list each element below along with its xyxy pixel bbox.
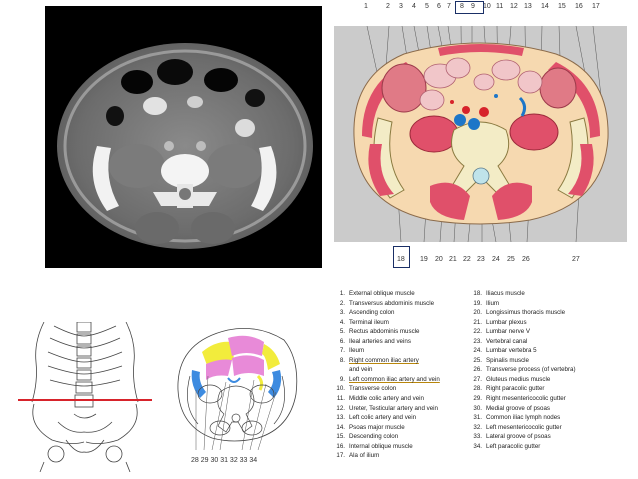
legend-item: 5.Rectus abdominis muscle	[339, 328, 420, 336]
label-27: 27	[572, 256, 580, 263]
legend-item: 2.Transversus abdominis muscle	[339, 299, 435, 307]
label-7: 7	[447, 3, 451, 10]
label-2: 2	[386, 3, 390, 10]
label-24: 24	[492, 256, 500, 263]
label-26: 26	[522, 256, 530, 263]
highlight-box-bottom	[393, 246, 410, 268]
legend-right-column: 18.Iliacus muscle 19.Ilium 20.Longissimu…	[470, 289, 576, 451]
legend-item: 28.Right paracolic gutter	[473, 385, 545, 393]
label-11: 11	[496, 3, 504, 10]
label-5: 5	[425, 3, 429, 10]
legend-item: 11.Middle colic artery and vein	[336, 395, 424, 403]
label-8: 8	[460, 3, 464, 10]
legend-item: 6.Ileal arteries and veins	[339, 337, 411, 345]
anatomy-diagram	[334, 25, 627, 243]
label-23: 23	[477, 256, 485, 263]
label-21: 21	[449, 256, 457, 263]
legend-item: 16.Internal oblique muscle	[336, 442, 413, 450]
label-1: 1	[364, 3, 368, 10]
legend-item: 12.Ureter, Testicular artery and vein	[336, 404, 438, 412]
legend-item: 23.Vertebral canal	[473, 337, 528, 345]
legend-item: 9.Left common iliac artery and vein	[339, 375, 440, 383]
legend-item: 18.Iliacus muscle	[473, 290, 525, 297]
label-13: 13	[524, 3, 532, 10]
legend-left-column: 1.External oblique muscle 2.Transversus …	[333, 289, 440, 461]
legend-item: 29.Right mesentericocolic gutter	[473, 395, 566, 403]
legend-item: 4.Terminal ileum	[339, 318, 389, 326]
label-14: 14	[541, 3, 549, 10]
label-19: 19	[420, 256, 428, 263]
legend-item: 34.Left paracolic gutter	[473, 442, 541, 450]
legend-item: 14.Psoas major muscle	[336, 423, 405, 431]
legend-item: 22.Lumbar nerve V	[473, 328, 531, 336]
label-15: 15	[558, 3, 566, 10]
label-9: 9	[471, 3, 475, 10]
legend-item: 10.Transverse colon	[336, 385, 397, 393]
highlight-box-top	[455, 1, 484, 14]
legend-item: 7.Ileum	[339, 347, 365, 355]
label-3: 3	[399, 3, 403, 10]
label-6: 6	[437, 3, 441, 10]
label-25: 25	[507, 256, 515, 263]
legend-item: 32.Left mesentericocolic gutter	[473, 423, 562, 431]
label-16: 16	[575, 3, 583, 10]
legend-item: and vein	[349, 366, 373, 374]
legend-item: 8.Right common iliac artery	[339, 356, 419, 364]
label-18: 18	[397, 256, 405, 263]
ct-scan-image	[45, 6, 322, 268]
label-10: 10	[483, 3, 491, 10]
label-20: 20	[435, 256, 443, 263]
legend-item: 15.Descending colon	[336, 433, 399, 441]
legend-item: 13.Left colic artery and vein	[336, 414, 417, 422]
label-17: 17	[592, 3, 600, 10]
legend-item: 24.Lumbar vertebra 5	[473, 347, 537, 355]
legend-item: 1.External oblique muscle	[339, 290, 415, 297]
label-22: 22	[463, 256, 471, 263]
label-4: 4	[412, 3, 416, 10]
legend-item: 31.Common iliac lymph nodes	[473, 414, 561, 422]
legend-item: 17.Ala of ilium	[336, 452, 380, 460]
label-12: 12	[510, 3, 518, 10]
skeleton-sketch	[14, 321, 156, 473]
legend-item: 21.Lumbar plexus	[473, 318, 527, 326]
legend-item: 20.Longissimus thoracis muscle	[473, 309, 566, 317]
cross-section-sketch	[168, 320, 303, 451]
legend-item: 19.Ilium	[473, 299, 500, 307]
legend-item: 3.Ascending colon	[339, 309, 395, 317]
legend-item: 27.Gluteus medius muscle	[473, 375, 551, 383]
legend-item: 26.Transverse process (of vertebra)	[473, 366, 576, 374]
sketch-number-labels: 28 29 30 31 32 33 34	[191, 457, 258, 464]
legend-item: 25.Spinalis muscle	[473, 356, 529, 364]
legend-item: 30.Medial groove of psoas	[473, 404, 550, 412]
legend-item: 33.Lateral groove of psoas	[473, 433, 551, 441]
